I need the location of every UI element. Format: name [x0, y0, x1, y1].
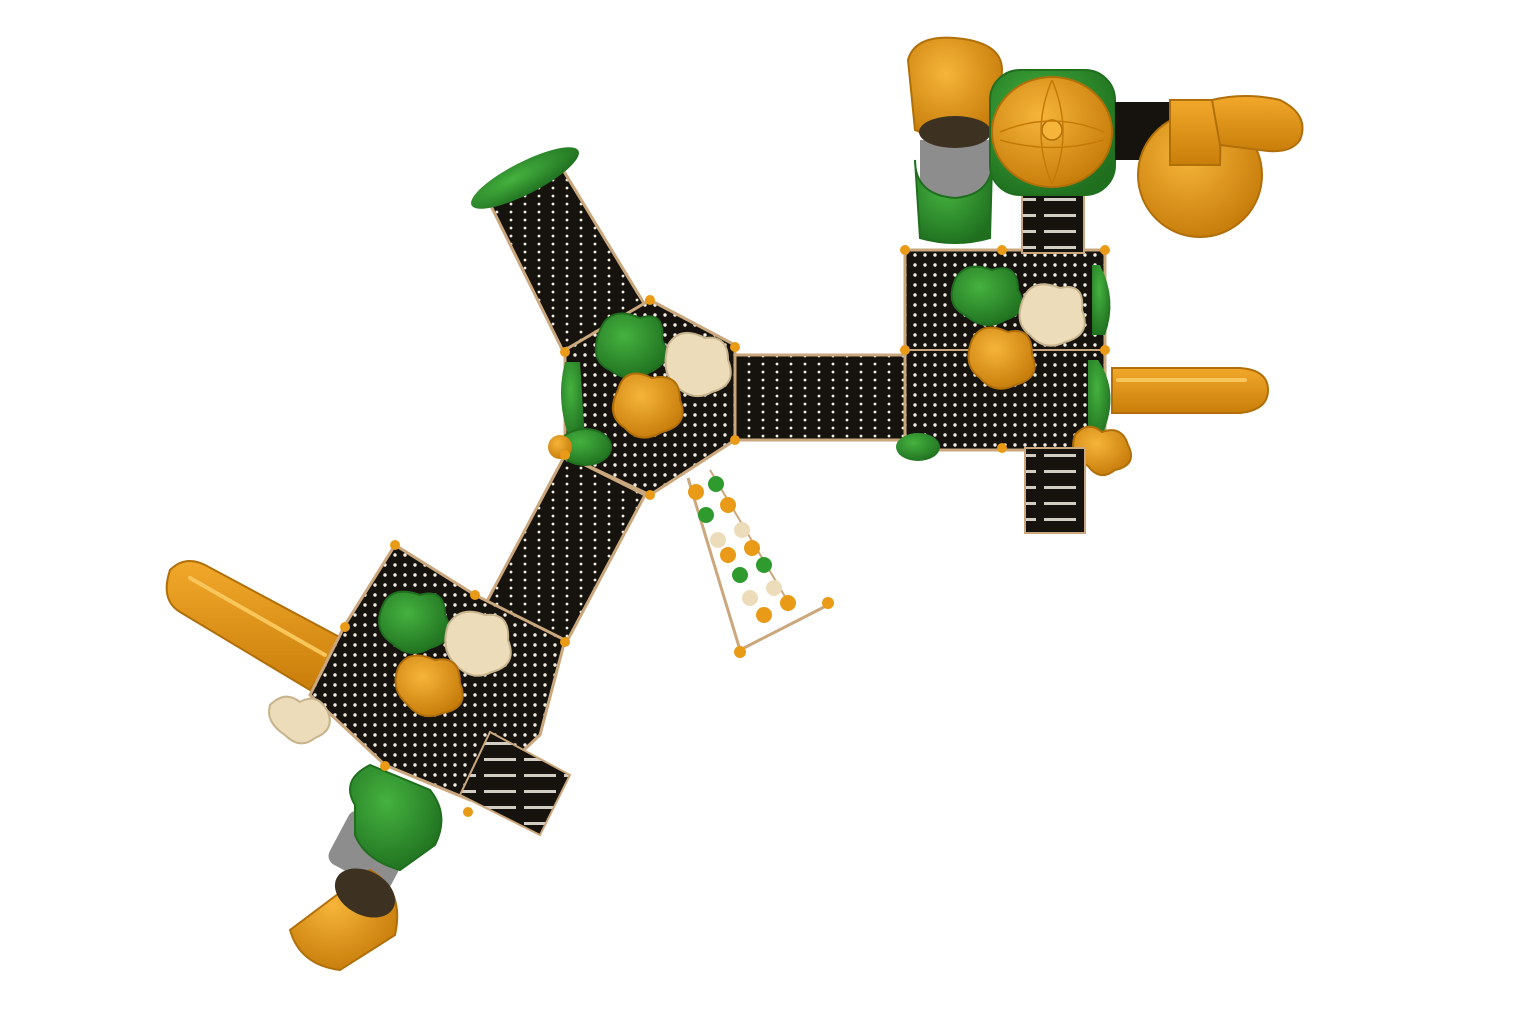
roof-dome: [989, 69, 1116, 196]
net-ladder: [686, 469, 834, 658]
straight-slide-left: [165, 560, 347, 692]
stairs-left: [458, 730, 572, 837]
platform-left: [268, 542, 567, 802]
stairs-right-bottom: [1024, 447, 1086, 534]
leaf-roof-left: [378, 590, 512, 718]
platform-center: [548, 298, 737, 497]
spiral-slide-top: [1115, 95, 1304, 238]
tube-slide-top: [906, 36, 1004, 244]
straight-slide-right: [1111, 367, 1270, 414]
stairs-right-top: [1021, 194, 1085, 254]
rail-posts: [340, 245, 1110, 817]
bridge-center-right: [733, 353, 912, 442]
leaf-roof-center: [594, 312, 732, 439]
tube-slide-bottom-left: [288, 763, 443, 972]
leaf-roof-right: [950, 265, 1086, 390]
platform-right: [896, 248, 1132, 477]
